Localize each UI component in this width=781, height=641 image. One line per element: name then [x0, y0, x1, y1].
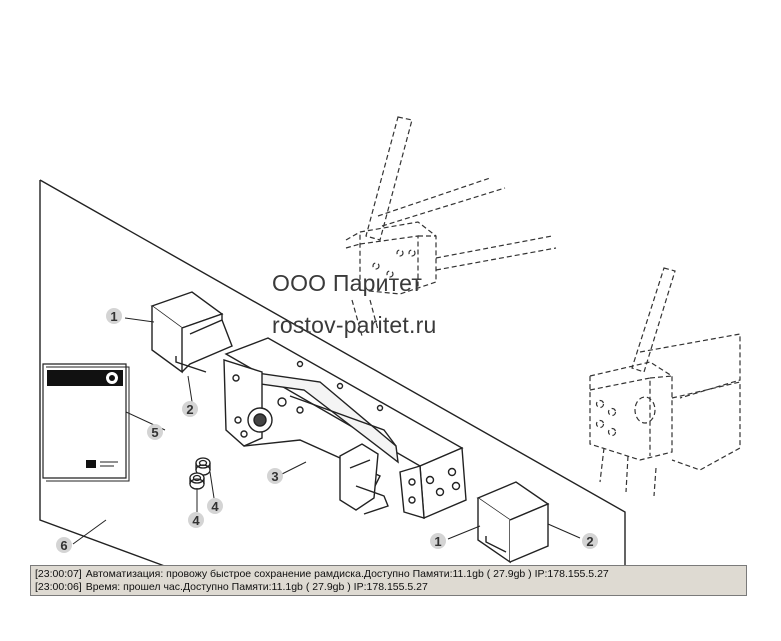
svg-text:4: 4	[211, 499, 219, 514]
svg-text:6: 6	[60, 538, 67, 553]
svg-text:4: 4	[192, 513, 200, 528]
callout-6: 6	[56, 537, 72, 553]
log-message: Время: прошел час.Доступно Памяти:11.1gb…	[85, 581, 428, 593]
background-panel	[39, 179, 626, 569]
callout-1-left: 1	[106, 308, 122, 324]
callout-4-right: 4	[207, 498, 223, 514]
leader-lines	[72, 317, 581, 545]
callout-3: 3	[267, 468, 283, 484]
guard-right	[476, 481, 550, 564]
log-time: [23:00:06]	[35, 581, 82, 593]
bushings	[189, 457, 211, 490]
guard-left	[150, 291, 233, 374]
svg-text:2: 2	[186, 402, 193, 417]
svg-text:5: 5	[151, 425, 158, 440]
log-line: [23:00:06]Время: прошел час.Доступно Пам…	[35, 581, 742, 594]
ghost-machine-top	[345, 116, 557, 337]
callout-2-left: 2	[182, 401, 198, 417]
manual-booklet-icon	[42, 363, 130, 482]
svg-text:1: 1	[434, 534, 441, 549]
callout-2-right: 2	[582, 533, 598, 549]
watermark-url: rostov-paritet.ru	[272, 312, 437, 338]
svg-text:3: 3	[271, 469, 278, 484]
svg-text:1: 1	[110, 309, 117, 324]
log-time: [23:00:07]	[35, 568, 82, 580]
ghost-machine-right	[589, 267, 741, 497]
log-message: Автоматизация: провожу быстрое сохранени…	[85, 568, 609, 580]
callout-1-right: 1	[430, 533, 446, 549]
callout-5: 5	[147, 424, 163, 440]
watermark-company: ООО Паритет	[272, 270, 423, 296]
log-line: [23:00:07]Автоматизация: провожу быстрое…	[35, 568, 742, 581]
svg-text:2: 2	[586, 534, 593, 549]
log-panel: [23:00:07]Автоматизация: провожу быстрое…	[30, 565, 747, 596]
main-frame	[223, 337, 467, 520]
callout-4-left: 4	[188, 512, 204, 528]
